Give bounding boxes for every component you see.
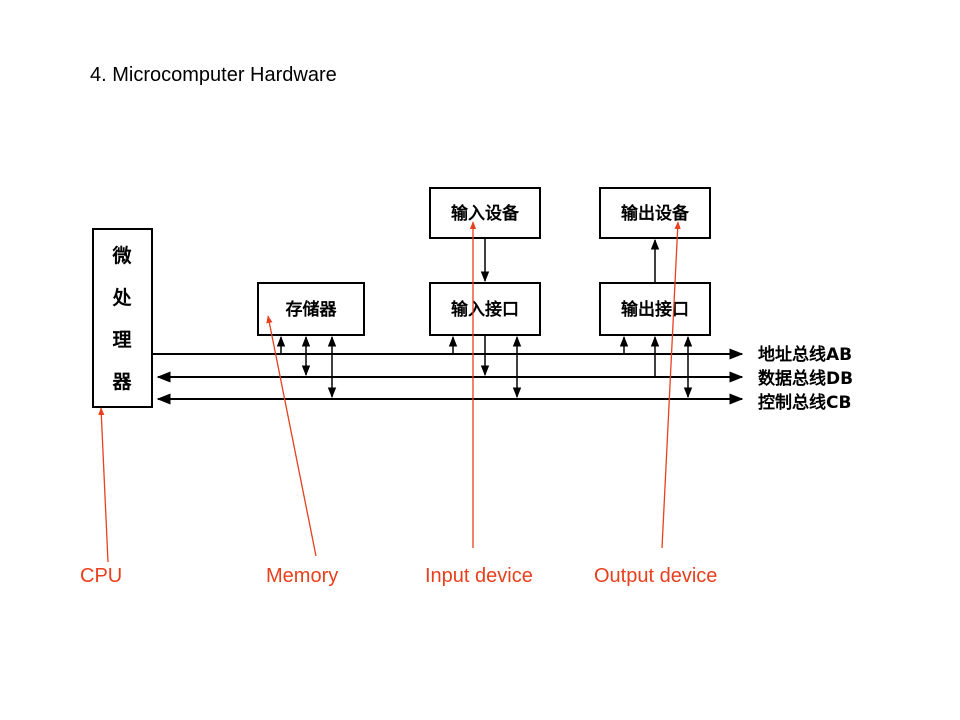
cpu-char-3: 理 [112,329,131,351]
input-device-label: 输入设备 [451,203,520,224]
control-bus-label: 控制总线CB [758,392,851,413]
memory-callout-label: Memory [266,565,339,587]
input-device-callout-label: Input device [425,565,533,587]
cpu-box [92,228,153,408]
memory-box [257,282,365,336]
cpu-char-4: 器 [111,371,132,393]
cpu-callout-label: CPU [80,565,123,587]
output-device-box [599,187,711,239]
output-device-label: 输出设备 [621,203,690,224]
cpu-char-1: 微 [111,244,132,267]
output-device-callout-line [661,221,681,549]
address-bus-label: 地址总线AB [758,344,852,365]
output-interface-label: 输出接口 [621,299,689,320]
output-device-callout-label: Output device [594,565,718,587]
data-bus-label: 数据总线DB [758,368,853,389]
cpu-callout-line [98,407,109,563]
input-interface-label: 输入接口 [451,299,519,320]
page-title: 4. Microcomputer Hardware [90,64,337,86]
memory-label: 存储器 [286,299,338,320]
cpu-char-2: 处 [111,286,132,309]
memory-callout-line [266,315,317,557]
